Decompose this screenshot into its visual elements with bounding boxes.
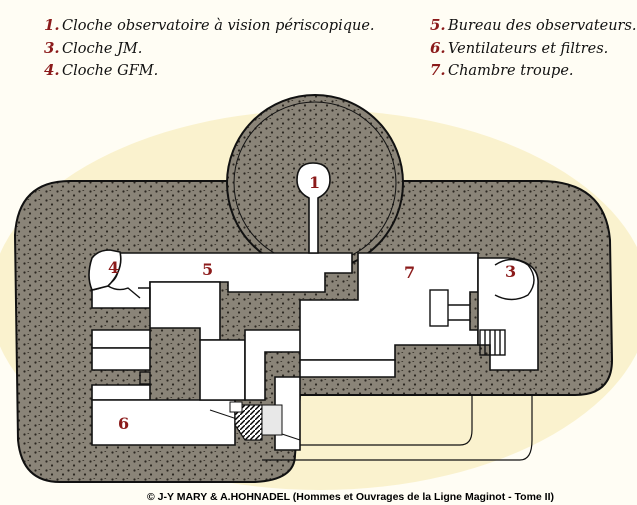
left-corridor	[91, 281, 221, 349]
duct-box	[261, 404, 283, 436]
bracket-room-7-shelf	[448, 304, 470, 321]
legend: 1. Cloche observatoire à vision périscop…	[44, 16, 637, 79]
legend-item-5: 5. Bureau des observateurs.	[430, 16, 637, 34]
ventilation-block	[229, 401, 283, 441]
legend-item-6: 6. Ventilateurs et filtres.	[430, 39, 608, 57]
interior-details	[107, 258, 535, 461]
room-label-5: 5	[202, 260, 213, 279]
room-6	[91, 399, 236, 446]
legend-number: 6.	[430, 39, 446, 57]
legend-number: 5.	[430, 16, 446, 34]
room-label-1: 1	[309, 173, 320, 192]
cloche-4-chamber	[88, 249, 122, 291]
legend-number: 3.	[44, 39, 60, 57]
legend-label: Chambre troupe.	[448, 63, 574, 79]
legend-label: Cloche observatoire à vision périscopiqu…	[62, 18, 375, 34]
room-label-3: 3	[505, 262, 516, 281]
stair-treads	[484, 330, 501, 355]
pipe-line-inner	[300, 395, 473, 446]
step-block	[138, 287, 151, 300]
legend-item-3: 3. Cloche JM.	[44, 39, 142, 57]
room-label-4: 4	[108, 258, 119, 277]
room-label-6: 6	[118, 414, 129, 433]
stairs	[479, 329, 506, 356]
pipe-line-outer	[262, 395, 533, 461]
legend-label: Bureau des observateurs.	[447, 18, 637, 34]
filter-box	[229, 401, 243, 413]
partition-left	[139, 371, 151, 385]
legend-number: 7.	[430, 61, 446, 79]
legend-label: Cloche GFM.	[62, 63, 158, 79]
cloche-1-shaft	[296, 162, 331, 254]
hatched-filter	[234, 404, 263, 441]
cloche-4-embrasure	[107, 285, 141, 299]
legend-label: Ventilateurs et filtres.	[448, 41, 608, 57]
service-corridor	[299, 359, 396, 378]
legend-number: 4.	[44, 61, 60, 79]
legend-item-4: 4. Cloche GFM.	[44, 61, 158, 79]
room-labels: 1 3 4 5 6 7	[108, 173, 516, 433]
legend-item-7: 7. Chambre troupe.	[430, 61, 574, 79]
legend-label: Cloche JM.	[62, 41, 142, 57]
room-label-7: 7	[404, 263, 415, 282]
legend-number: 1.	[44, 16, 60, 34]
legend-item-1: 1. Cloche observatoire à vision périscop…	[44, 16, 375, 34]
central-spine	[199, 339, 246, 401]
bracket-room-7	[429, 289, 449, 327]
copyright-credit: © J-Y MARY & A.HOHNADEL (Hommes et Ouvra…	[147, 491, 554, 503]
cloche-3-ring	[494, 258, 535, 301]
